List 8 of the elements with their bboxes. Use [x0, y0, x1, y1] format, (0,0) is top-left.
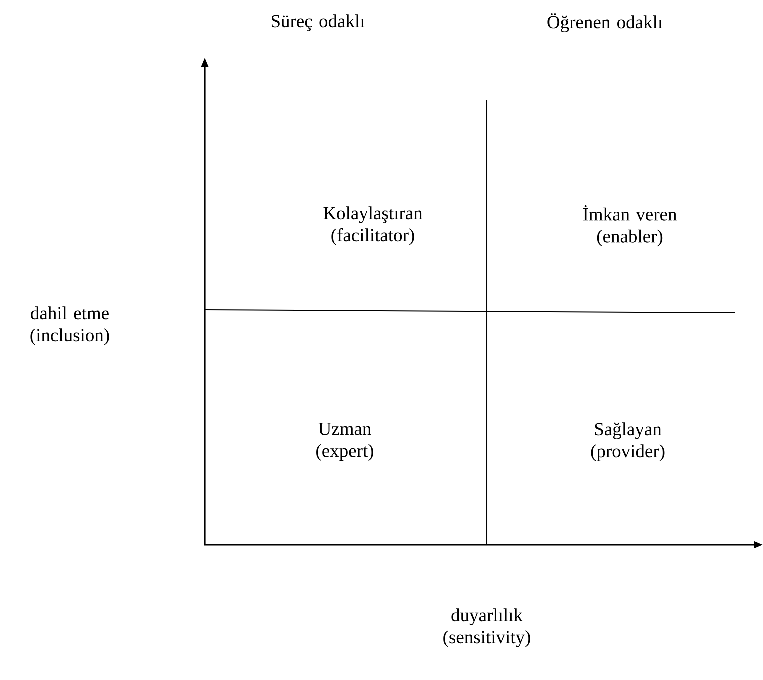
axis-label: İmkan veren (enabler) — [583, 205, 677, 247]
axis-label: Kolaylaştıran (facilitator) — [324, 206, 423, 246]
axis-label: Uzman (expert) — [316, 422, 374, 462]
axis-label: dahil etme (inclusion) — [30, 306, 110, 346]
axis-label: duyarlılık (sensitivity) — [444, 608, 530, 648]
axis-label: Öğrenen odaklı — [548, 14, 663, 32]
axis-label: Süreç odaklı — [272, 14, 365, 32]
axis-label: Sağlayan (provider) — [591, 422, 665, 462]
